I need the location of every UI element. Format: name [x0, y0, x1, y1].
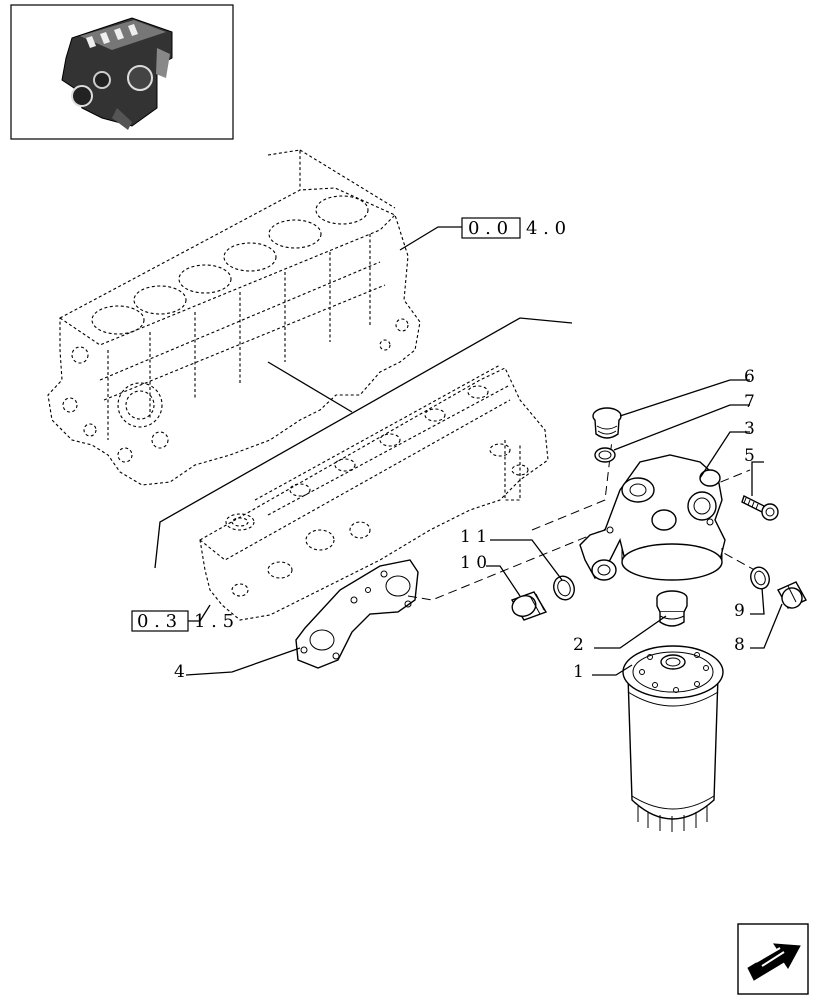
reference-block-boxed: 0 . 0	[468, 218, 508, 239]
cover-bracket-line	[154, 317, 573, 569]
engine-block-outline	[47, 149, 421, 486]
filter-support-part[interactable]	[579, 454, 726, 581]
plug-8-part[interactable]	[777, 581, 807, 611]
reference-cover-suffix: 1 . 5	[194, 611, 234, 632]
callout-5[interactable]: 5	[744, 446, 755, 466]
callout-7[interactable]: 7	[744, 392, 755, 412]
sealing-ring-11-part[interactable]	[550, 573, 577, 602]
oil-filter-part[interactable]	[622, 645, 724, 832]
engine-thumbnail-icon[interactable]	[10, 4, 234, 140]
plug-10-part[interactable]	[509, 591, 548, 621]
reference-cover-boxed: 0 . 3	[137, 611, 177, 632]
nipple-part[interactable]	[656, 590, 688, 627]
gasket-part[interactable]	[295, 559, 419, 669]
callout-leaders	[185, 379, 783, 676]
next-page-arrow-icon[interactable]	[737, 923, 809, 995]
plug-part[interactable]	[592, 407, 622, 439]
callout-6[interactable]: 6	[744, 367, 755, 387]
callout-3[interactable]: 3	[744, 419, 755, 439]
screw-part[interactable]	[741, 495, 779, 521]
block-to-cover-leader	[267, 361, 353, 413]
reference-block-suffix: 4 . 0	[526, 218, 566, 239]
callout-4[interactable]: 4	[174, 662, 185, 682]
oil-cooler-cover-outline	[199, 364, 549, 621]
sealing-ring-7-part[interactable]	[594, 447, 616, 463]
assembly-axis-line-3	[699, 539, 763, 575]
callout-2[interactable]: 2	[573, 635, 584, 655]
callout-8[interactable]: 8	[734, 635, 745, 655]
callout-11[interactable]: 1 1	[460, 527, 487, 547]
callout-1[interactable]: 1	[573, 662, 584, 682]
callout-10[interactable]: 1 0	[460, 553, 487, 573]
sealing-ring-9-part[interactable]	[748, 565, 772, 592]
callout-9[interactable]: 9	[734, 601, 745, 621]
reference-block[interactable]: 0 . 0 4 . 0	[399, 217, 566, 251]
reference-cover[interactable]: 0 . 3 1 . 5	[131, 604, 234, 632]
